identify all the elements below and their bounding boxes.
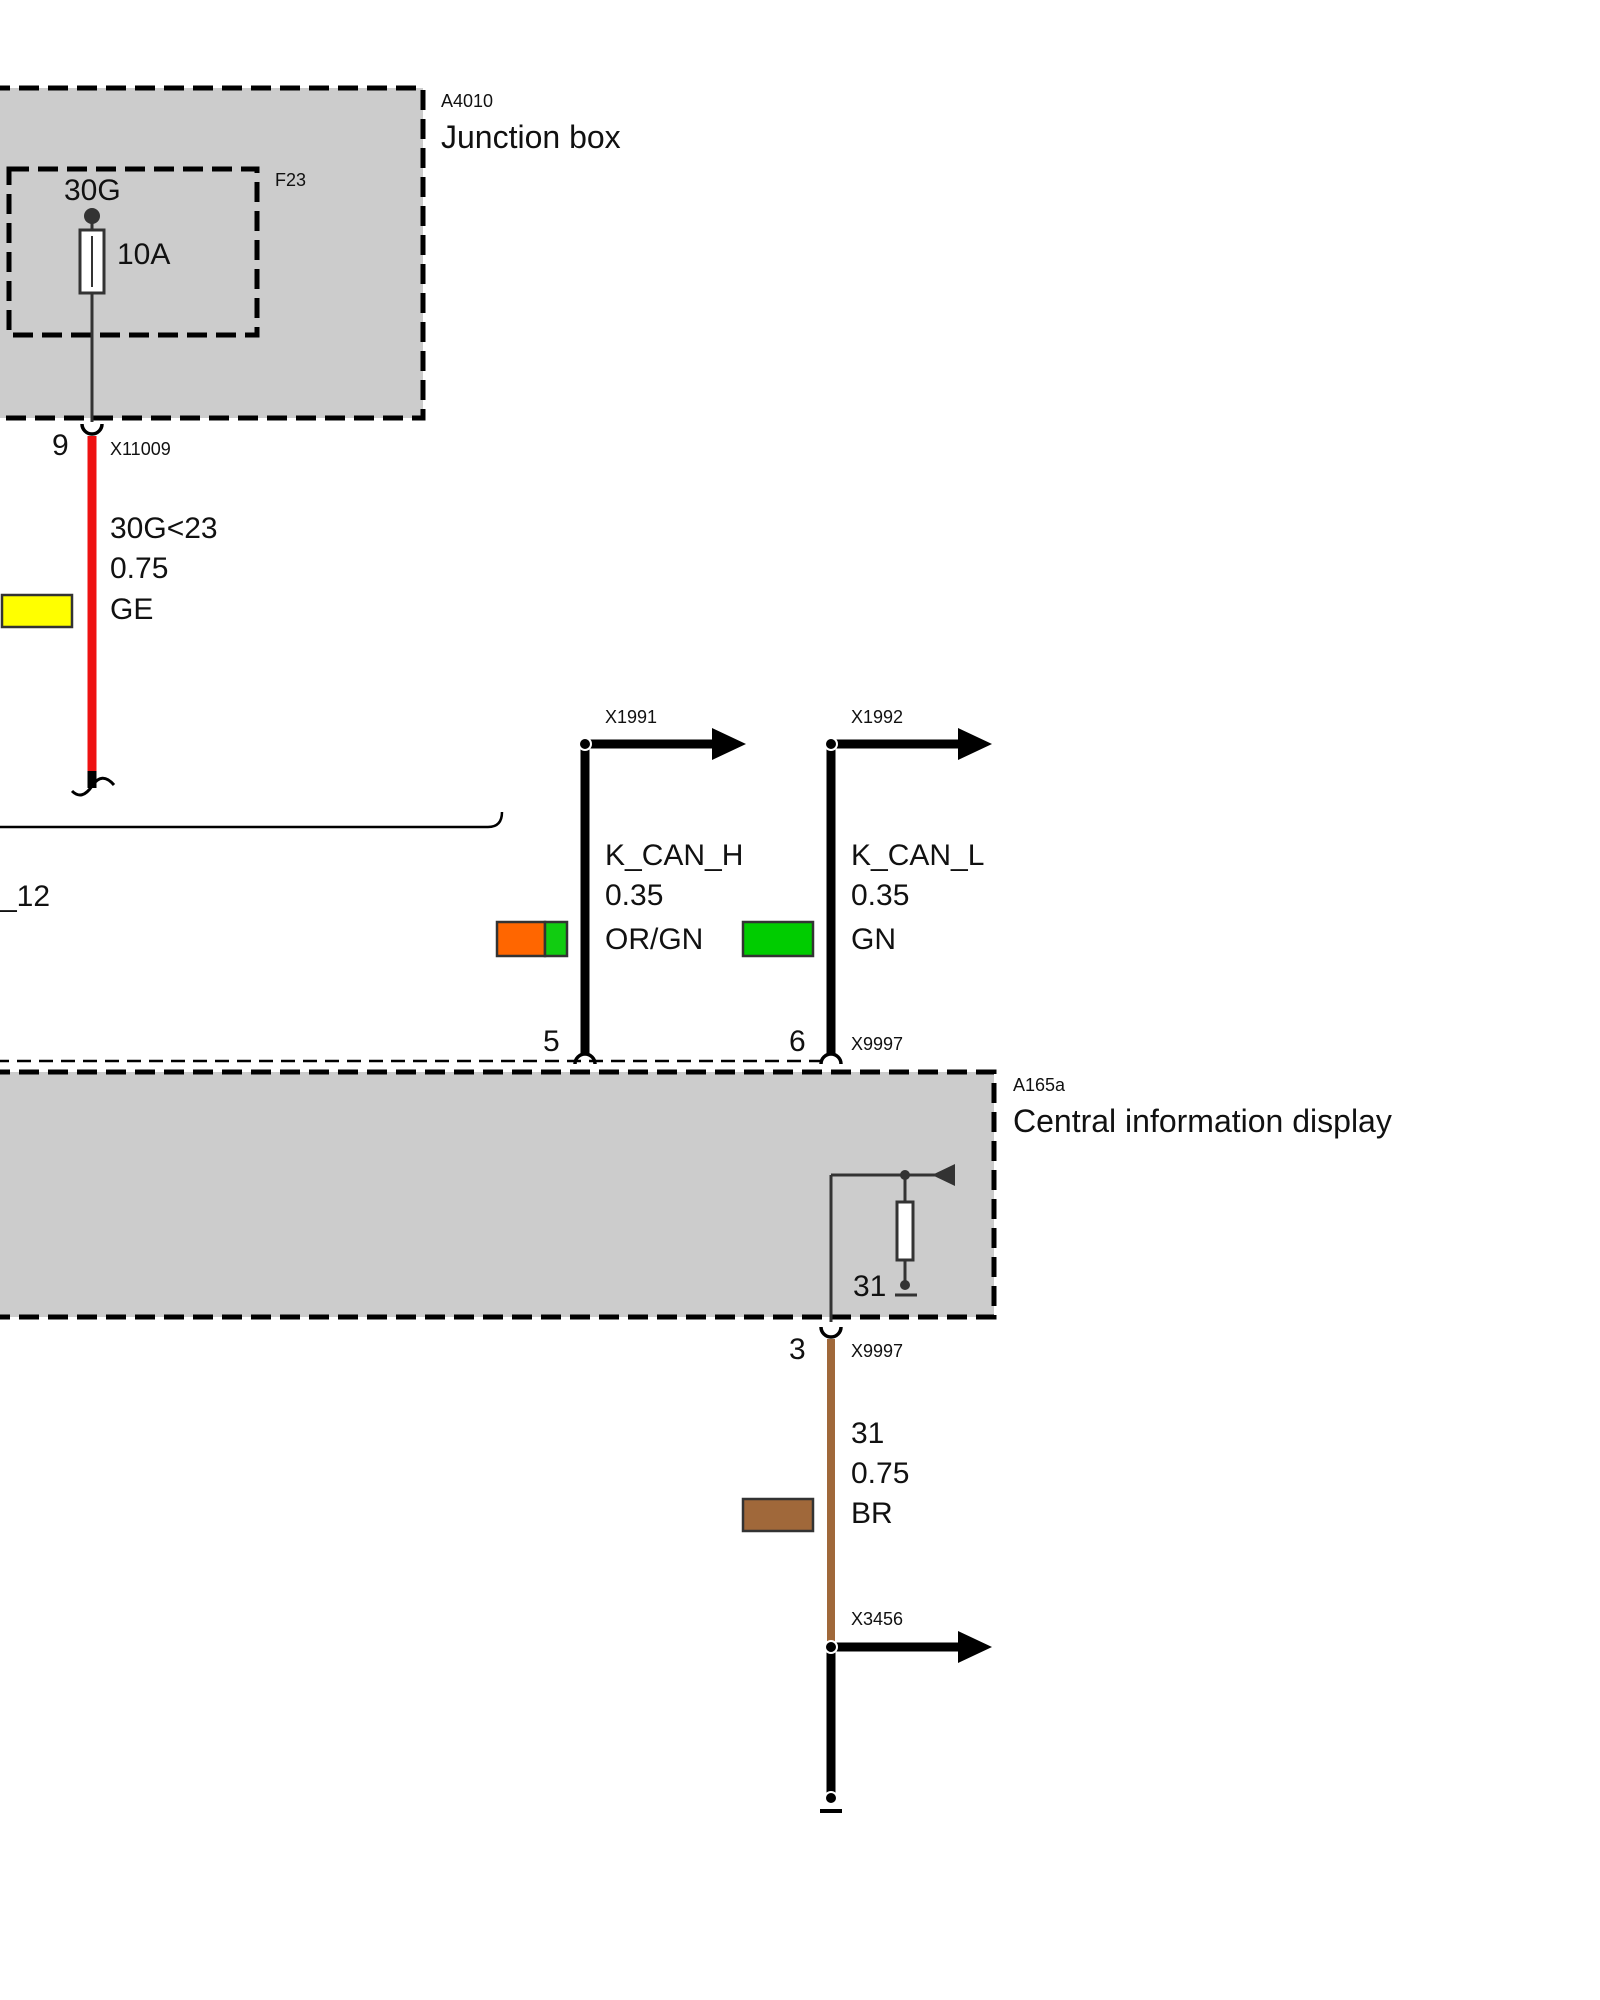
- wire-can-h-swatch-or: [495, 920, 547, 958]
- connector-x9997-bottom: X9997: [851, 1341, 903, 1361]
- wire-ground-size: 0.75: [851, 1457, 909, 1490]
- wire-can-h-swatch-gn: [543, 920, 569, 958]
- wire-can-l-swatch: [741, 920, 815, 958]
- connector-x9997-top: X9997: [851, 1034, 903, 1054]
- resistor-symbol: [895, 1200, 915, 1262]
- wire-can-l-signal: K_CAN_L: [851, 839, 984, 872]
- pin-3-label: 3: [789, 1333, 806, 1366]
- pin-9-connector: [80, 423, 104, 436]
- junction-dot: [578, 737, 592, 751]
- pin-3-connector: [819, 1326, 843, 1339]
- connector-x1991: X1991: [605, 707, 657, 727]
- wire-30g-size: 0.75: [110, 552, 168, 585]
- pin-9-label: 9: [52, 429, 69, 462]
- connector-x1992: X1992: [851, 707, 903, 727]
- arrow-right-icon[interactable]: [712, 728, 746, 760]
- fuse-terminal-label: 30G: [64, 174, 121, 207]
- fuse-holder[interactable]: [6, 166, 260, 338]
- wire-can-h-signal: K_CAN_H: [605, 839, 743, 872]
- pin-6-label: 6: [789, 1025, 806, 1058]
- wire-30g-color-swatch: [0, 593, 74, 629]
- junction-dot: [824, 1640, 838, 1654]
- pin-5-label: 5: [543, 1025, 560, 1058]
- connector-x3456: X3456: [851, 1609, 903, 1629]
- wire-can-h-color-code: OR/GN: [605, 923, 703, 956]
- cid-id: A165a: [1013, 1075, 1066, 1095]
- wire-continuation-icon: [70, 776, 116, 797]
- fuse-id: F23: [275, 170, 306, 190]
- arrow-right-icon[interactable]: [958, 728, 992, 760]
- wire-ground-color-code: BR: [851, 1497, 893, 1530]
- wire-ground-signal: 31: [851, 1417, 884, 1450]
- wire-30g-signal: 30G<23: [110, 512, 218, 545]
- bracket-line: [0, 811, 504, 829]
- cid-ground-terminal: 31: [853, 1270, 886, 1303]
- wire-can-l-color-code: GN: [851, 923, 896, 956]
- arrow-right-icon[interactable]: [958, 1631, 992, 1663]
- wire-ground-swatch: [741, 1497, 815, 1533]
- central-information-display-box[interactable]: [0, 1069, 997, 1320]
- junction-box-id: A4010: [441, 91, 493, 111]
- pin-5-connector: [573, 1052, 597, 1065]
- arrow-left-icon: [932, 1164, 955, 1186]
- wire-can-l-size: 0.35: [851, 879, 909, 912]
- cut-label: _12: [0, 880, 50, 913]
- junction-dot: [824, 737, 838, 751]
- wire-can-h-size: 0.35: [605, 879, 663, 912]
- pin-6-connector: [819, 1052, 843, 1065]
- fuse-rating: 10A: [117, 238, 170, 271]
- wire-30g-color-code: GE: [110, 593, 153, 626]
- cid-name: Central information display: [1013, 1103, 1392, 1139]
- junction-box-name: Junction box: [441, 119, 621, 155]
- connector-x11009: X11009: [110, 439, 171, 459]
